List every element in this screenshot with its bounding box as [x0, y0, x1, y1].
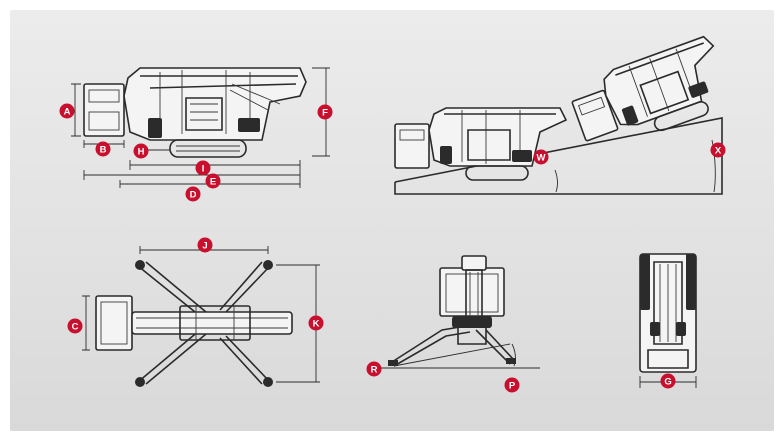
top-view — [82, 246, 320, 387]
label-badge-w: W — [533, 149, 549, 165]
label-badge-i: I — [195, 160, 211, 176]
front-view — [380, 255, 540, 369]
label-w: W — [537, 153, 546, 164]
label-badge-x: X — [710, 142, 726, 158]
label-badge-f: F — [317, 104, 333, 120]
label-k: K — [313, 319, 320, 330]
label-badge-b: B — [95, 141, 111, 157]
label-badge-r: R — [366, 361, 382, 377]
label-badge-e: E — [205, 173, 221, 189]
label-badge-d: D — [185, 186, 201, 202]
label-x: X — [715, 146, 722, 157]
label-c: C — [72, 322, 79, 333]
label-badge-c: C — [67, 318, 83, 334]
label-g: G — [664, 377, 671, 388]
label-r: R — [371, 365, 378, 376]
label-a: A — [64, 107, 71, 118]
label-badge-a: A — [59, 103, 75, 119]
label-badge-j: J — [197, 237, 213, 253]
label-badge-k: K — [308, 315, 324, 331]
label-i: I — [202, 164, 205, 175]
label-badge-h: H — [133, 143, 149, 159]
label-f: F — [322, 108, 328, 119]
label-badge-p: P — [504, 377, 520, 393]
rear-view — [639, 253, 697, 388]
label-h: H — [138, 147, 145, 158]
label-j: J — [202, 241, 207, 252]
label-d: D — [190, 190, 197, 201]
side-view — [71, 67, 330, 188]
label-p: P — [509, 381, 516, 392]
label-b: B — [100, 145, 107, 156]
label-e: E — [210, 177, 216, 188]
slope-view — [394, 35, 723, 195]
label-badge-g: G — [660, 373, 676, 389]
